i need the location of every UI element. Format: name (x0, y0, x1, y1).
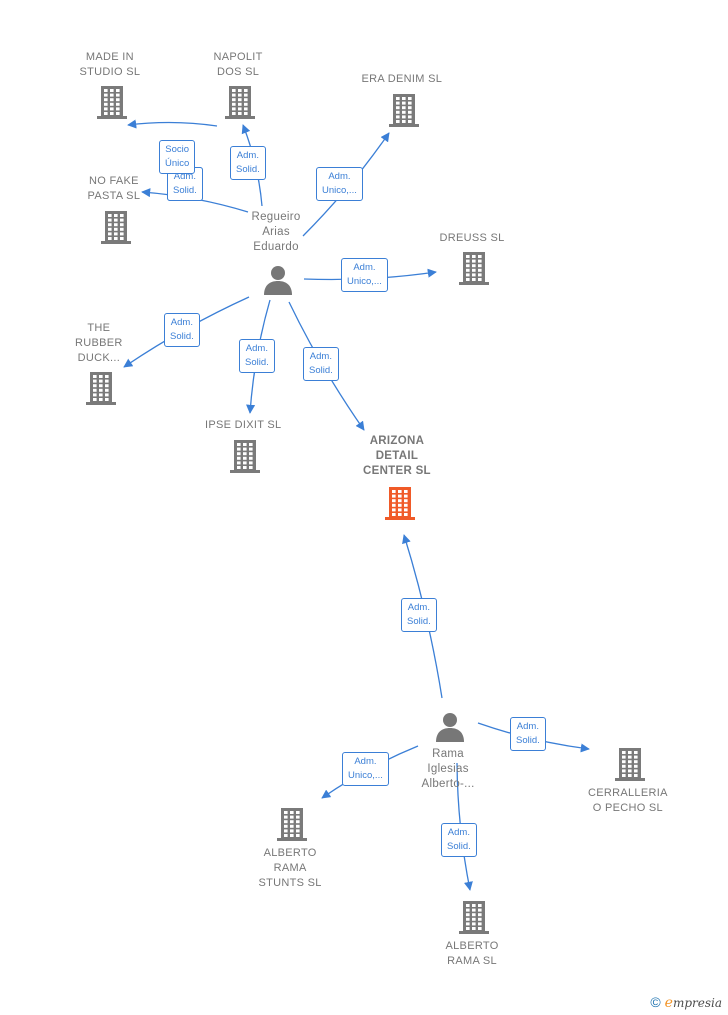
company-building-icon[interactable] (84, 370, 118, 406)
company-name-label[interactable]: ERA DENIM SL (361, 73, 443, 85)
copyright-icon: © (650, 994, 661, 1010)
brand-footer: ©empresia (650, 994, 722, 1011)
edge-label[interactable]: Adm.Unico,... (316, 167, 363, 201)
brand-logo-name: mpresia (672, 996, 722, 1010)
company-building-icon[interactable] (223, 84, 257, 120)
edge-label[interactable]: Adm.Solid. (441, 823, 477, 857)
edge-label[interactable]: Adm.Solid. (510, 717, 546, 751)
edge-label[interactable]: Adm.Unico,... (342, 752, 389, 786)
company-building-icon[interactable] (99, 209, 133, 245)
company-building-icon[interactable] (613, 746, 647, 782)
company-building-icon[interactable] (275, 806, 309, 842)
person-icon[interactable] (262, 264, 294, 296)
company-building-icon[interactable] (228, 438, 262, 474)
company-building-icon[interactable] (457, 250, 491, 286)
company-building-icon[interactable] (387, 92, 421, 128)
company-name-label[interactable]: IPSE DIXIT SL (205, 419, 282, 431)
brand-logo-initial: e (664, 995, 673, 1011)
edge-label[interactable]: Adm.Solid. (303, 347, 339, 381)
edge-label[interactable]: Adm.Solid. (164, 313, 200, 347)
company-building-icon[interactable] (95, 84, 129, 120)
edge-label[interactable]: Adm.Solid. (230, 146, 266, 180)
edge-line (127, 119, 218, 129)
company-building-icon[interactable] (457, 899, 491, 935)
company-name-label[interactable]: DREUSS SL (439, 232, 505, 244)
edge-label[interactable]: Adm.Solid. (239, 339, 275, 373)
person-icon[interactable] (434, 711, 466, 743)
edge-label[interactable]: Adm.Solid. (401, 598, 437, 632)
edge-label[interactable]: Adm.Unico,... (341, 258, 388, 292)
focus-company-icon[interactable] (383, 485, 417, 521)
